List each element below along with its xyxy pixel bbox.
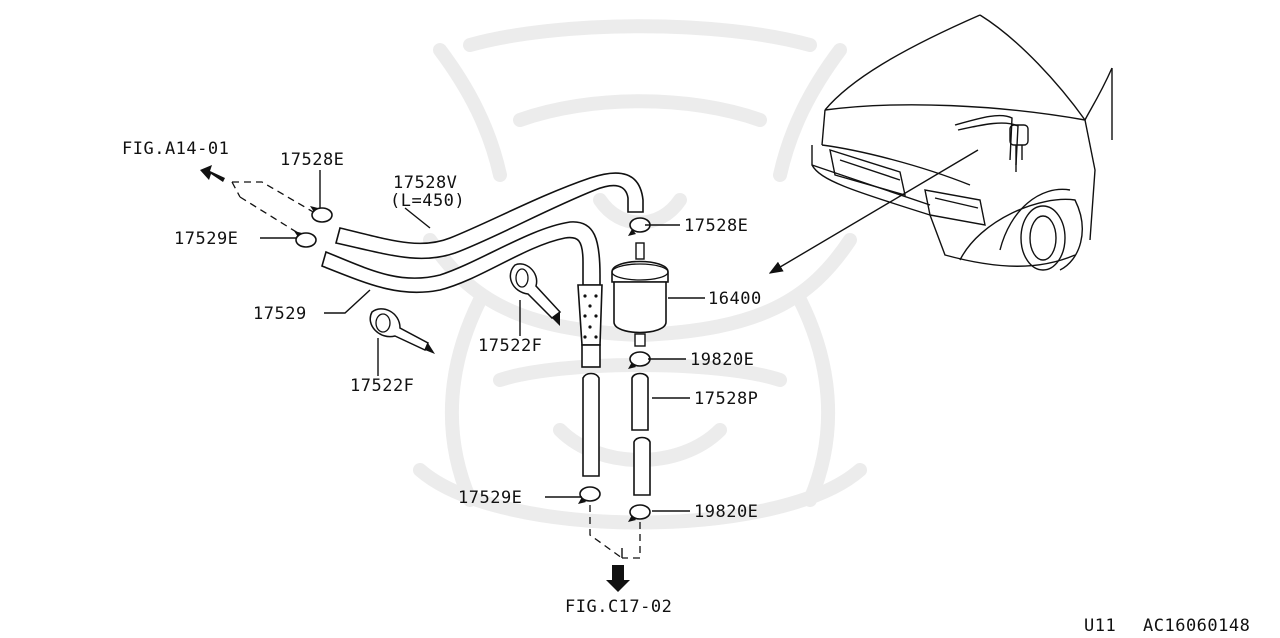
leader-lines bbox=[260, 170, 705, 512]
dashed-leader-bottom bbox=[589, 505, 641, 559]
clamp-17528e-right bbox=[628, 217, 651, 236]
clamp-17529e-lower bbox=[578, 486, 601, 504]
fig-a14-arrow bbox=[200, 165, 225, 182]
label-17528e-upper[interactable]: 17528E bbox=[280, 150, 344, 170]
model-code: U11 bbox=[1084, 616, 1117, 636]
label-17529e-lower[interactable]: 17529E bbox=[458, 488, 522, 508]
hose-segment-upper bbox=[577, 284, 603, 346]
dashed-leader-top bbox=[231, 181, 316, 234]
label-17528v-length: (L=450) bbox=[390, 191, 465, 211]
label-17528e-right[interactable]: 17528E bbox=[684, 216, 748, 236]
label-16400[interactable]: 16400 bbox=[708, 289, 762, 309]
label-19820e-lower[interactable]: 19820E bbox=[694, 502, 758, 522]
label-17529e-upper[interactable]: 17529E bbox=[174, 229, 238, 249]
fuel-filter-16400 bbox=[611, 242, 669, 347]
hose-17528v bbox=[335, 172, 644, 260]
hose-17528p-upper bbox=[631, 372, 649, 431]
clamp-19820e-lower bbox=[628, 504, 651, 522]
cable-tie-17522f-lower bbox=[369, 308, 435, 354]
car-illustration bbox=[811, 14, 1113, 271]
label-19820e-upper[interactable]: 19820E bbox=[690, 350, 754, 370]
label-fig-c17-02[interactable]: FIG.C17-02 bbox=[565, 597, 672, 617]
label-17522f-lower[interactable]: 17522F bbox=[350, 376, 414, 396]
fig-c17-arrow bbox=[606, 565, 630, 592]
label-17528v[interactable]: 17528V bbox=[393, 173, 457, 193]
hose-17529 bbox=[321, 221, 601, 294]
clamp-17528e-upper bbox=[310, 206, 333, 223]
hose-segment-lower-left bbox=[582, 372, 600, 477]
label-fig-a14-01[interactable]: FIG.A14-01 bbox=[122, 139, 229, 159]
label-17529[interactable]: 17529 bbox=[253, 304, 307, 324]
label-17522f-upper[interactable]: 17522F bbox=[478, 336, 542, 356]
label-17528p[interactable]: 17528P bbox=[694, 389, 758, 409]
diagram-code: AC16060148 bbox=[1143, 616, 1251, 636]
hose-17528p-lower bbox=[633, 436, 651, 496]
cable-tie-17522f-upper bbox=[509, 263, 562, 326]
car-callout-arrow bbox=[768, 149, 979, 274]
clamp-17529e-upper bbox=[294, 231, 317, 248]
